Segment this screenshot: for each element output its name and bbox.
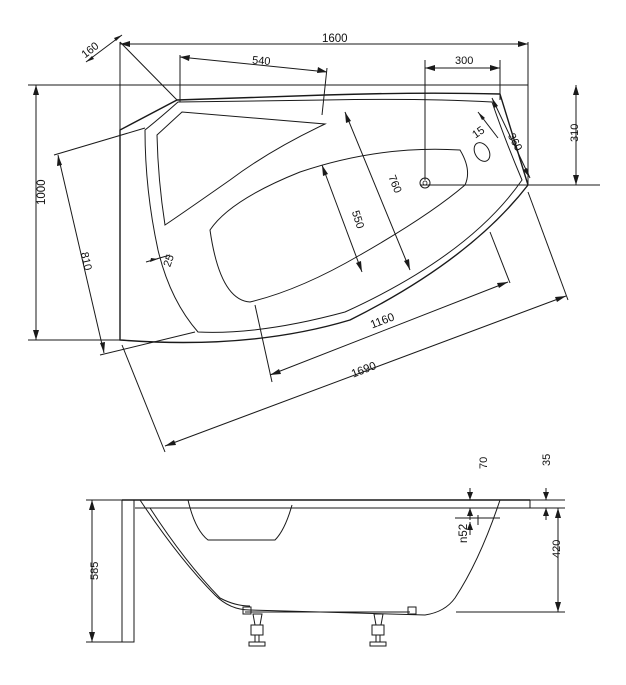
dim-top-thickness: 35 xyxy=(541,454,553,466)
arrow-head xyxy=(543,492,549,500)
dim-rim-thickness: 25 xyxy=(161,253,176,269)
arrow-head xyxy=(345,112,351,123)
tub-outer-outline xyxy=(119,92,529,344)
arrow-head xyxy=(543,508,549,516)
arrow-head xyxy=(165,440,176,446)
arrow-head xyxy=(467,508,473,516)
top-view: 160 1600 540 300 310 1000 15 xyxy=(28,33,600,453)
arrow-head xyxy=(490,65,500,71)
dim-corner-cut: 160 xyxy=(79,40,101,61)
dim-line-760 xyxy=(344,111,411,271)
dim-overflow-dist: 360 xyxy=(505,131,524,153)
arrow-head xyxy=(33,330,39,340)
arrow-head xyxy=(518,41,528,47)
ext-line xyxy=(254,304,273,383)
leg-foot-icon xyxy=(250,624,264,636)
dim-side-width: 810 xyxy=(78,251,94,272)
dim-drain-depth: 310 xyxy=(569,124,581,142)
arrow-head xyxy=(89,500,95,510)
arrow-head xyxy=(555,602,561,612)
ext-line xyxy=(121,344,166,453)
arrow-head xyxy=(100,342,105,353)
dim-inner-depth: 760 xyxy=(385,173,403,195)
dim-overall-width: 1000 xyxy=(36,179,48,205)
arrow-head xyxy=(317,67,327,73)
dim-rim-height: 70 xyxy=(478,457,490,469)
dim-basin-length: 1160 xyxy=(369,311,396,331)
arrow-head xyxy=(356,261,362,272)
ext-line xyxy=(321,67,328,116)
dim-line-540 xyxy=(179,56,328,73)
arrow-head xyxy=(57,155,62,166)
dim-drain-offset: 300 xyxy=(455,55,473,67)
arrow-head xyxy=(86,56,94,62)
arrow-head xyxy=(270,369,281,375)
dim-line-1160 xyxy=(269,281,509,376)
dim-line-810 xyxy=(57,154,105,354)
base-foot-block xyxy=(407,606,417,615)
dim-basin-width: 550 xyxy=(349,209,366,230)
arrow-head xyxy=(322,165,328,176)
arrow-head xyxy=(425,65,435,71)
dim-overflow-hole: 15 xyxy=(470,124,487,141)
ext-line xyxy=(489,231,511,284)
dim-overall-length: 1600 xyxy=(322,33,348,45)
arrow-head xyxy=(523,168,530,178)
arrow-head xyxy=(497,282,508,288)
arrow-head xyxy=(555,508,561,518)
ext-line xyxy=(527,191,569,301)
arrow-head xyxy=(478,112,485,120)
leg-icon xyxy=(252,613,263,626)
ext-line xyxy=(53,127,146,156)
arrow-head xyxy=(180,55,190,61)
leg-base-icon xyxy=(248,641,266,647)
dim-line-550 xyxy=(321,164,363,273)
dim-total-height: 585 xyxy=(89,562,101,580)
corner-cut-line xyxy=(119,41,178,101)
arrow-head xyxy=(573,85,579,95)
tub-rim-outline xyxy=(144,98,523,333)
tub-body-inner xyxy=(149,507,251,607)
arrow-head xyxy=(492,98,498,108)
dim-line-25 xyxy=(145,254,171,263)
dim-diagonal-length: 1690 xyxy=(350,360,378,380)
base-foot-block xyxy=(242,606,252,615)
arrow-head xyxy=(89,632,95,642)
headrest-area xyxy=(156,111,327,226)
dim-headrest-width: 540 xyxy=(252,55,271,69)
arrow-head xyxy=(150,258,158,262)
arrow-head xyxy=(467,492,473,500)
inner-basin xyxy=(209,148,469,303)
ext-line xyxy=(99,331,196,356)
front-panel xyxy=(121,499,135,643)
arrow-head xyxy=(573,175,579,185)
leg-foot-icon xyxy=(371,624,385,636)
dim-line-1690 xyxy=(164,295,567,447)
seat-recess xyxy=(187,499,293,541)
arrow-head xyxy=(555,296,566,302)
arrow-head xyxy=(467,522,473,530)
arrow-head xyxy=(404,259,410,270)
leg-icon xyxy=(373,613,384,626)
dim-basin-depth: 420 xyxy=(551,540,563,558)
tub-body-outer xyxy=(139,499,501,616)
overflow-hole-icon xyxy=(473,142,491,162)
arrow-head xyxy=(33,85,39,95)
dim-drain-label: n52 xyxy=(458,524,470,543)
dim-line-360 xyxy=(491,97,531,179)
drain-center-icon xyxy=(422,180,428,186)
arrow-head xyxy=(114,35,122,41)
arrow-head xyxy=(120,41,130,47)
leg-base-icon xyxy=(369,641,387,647)
side-view: 585 70 n52 35 420 xyxy=(86,454,565,647)
